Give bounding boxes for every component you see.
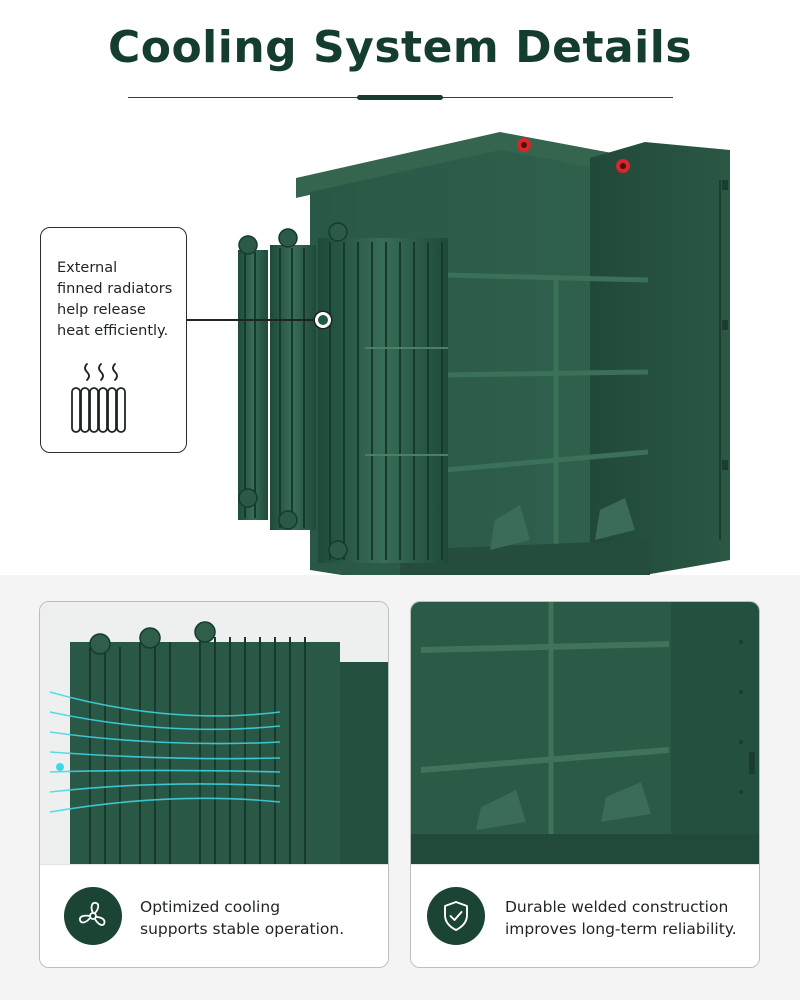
title-divider-accent: [357, 95, 443, 100]
page-title: Cooling System Details: [107, 22, 693, 73]
callout-text: External finned radiators help release h…: [57, 260, 173, 339]
transformer-illustration: [238, 132, 740, 602]
feature-card-cooling: Optimized cooling supports stable operat…: [39, 601, 389, 968]
card-caption-text: Optimized cooling supports stable operat…: [140, 898, 345, 938]
fan-icon: [64, 887, 122, 945]
shield-check-icon: [427, 887, 485, 945]
radiator-callout: External finned radiators help release h…: [40, 227, 187, 453]
feature-card-construction: Durable welded construction improves lon…: [410, 601, 760, 968]
callout-leader-dot: [315, 312, 331, 328]
radiator-bank: [238, 222, 448, 563]
card-caption: Optimized cooling supports stable operat…: [40, 864, 388, 967]
callout-leader-line: [187, 319, 323, 321]
radiators-airflow-image: [40, 602, 388, 864]
welded-tank-image: [411, 602, 759, 864]
card-caption-text: Durable welded construction improves lon…: [505, 898, 737, 938]
card-caption: Durable welded construction improves lon…: [411, 864, 759, 967]
radiator-heat-icon: [71, 363, 126, 433]
